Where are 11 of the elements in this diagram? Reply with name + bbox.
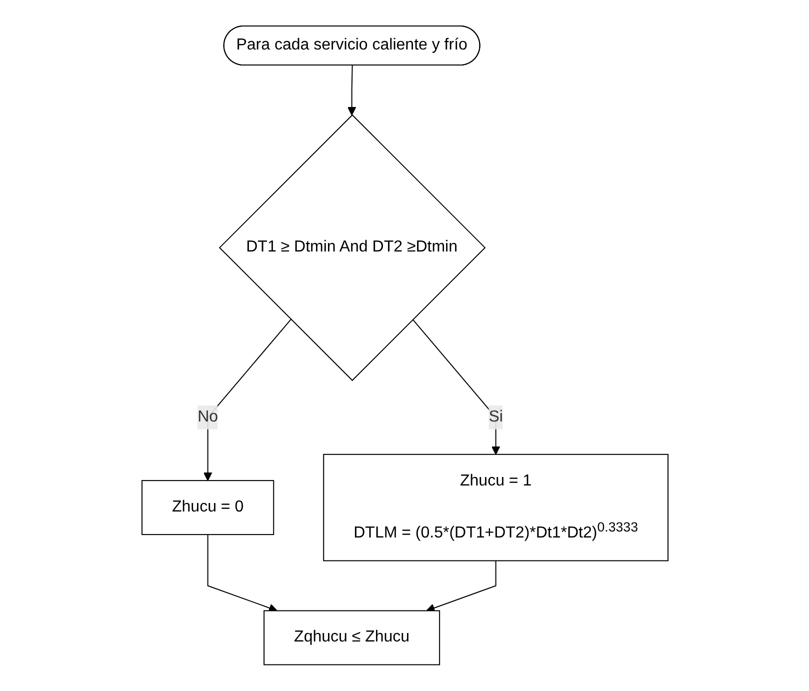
edge-label: Si bbox=[488, 408, 502, 426]
arrow bbox=[412, 319, 500, 455]
arrow bbox=[346, 65, 356, 116]
arrow bbox=[206, 534, 277, 612]
node-diamond: DT1 ≥ Dtmin And DT2 ≥Dtmin bbox=[218, 114, 486, 382]
arrow bbox=[426, 560, 496, 612]
node-box: Zhucu = 0 bbox=[141, 480, 274, 536]
edge-label: No bbox=[197, 408, 218, 426]
arrow bbox=[202, 319, 291, 482]
node-box: Zhucu = 1 DTLM = (0.5*(DT1+DT2)*Dt1*Dt2)$^{0.3333}$ bbox=[322, 454, 668, 562]
node-box: Zqhucu ≤ Zhucu bbox=[263, 610, 440, 666]
